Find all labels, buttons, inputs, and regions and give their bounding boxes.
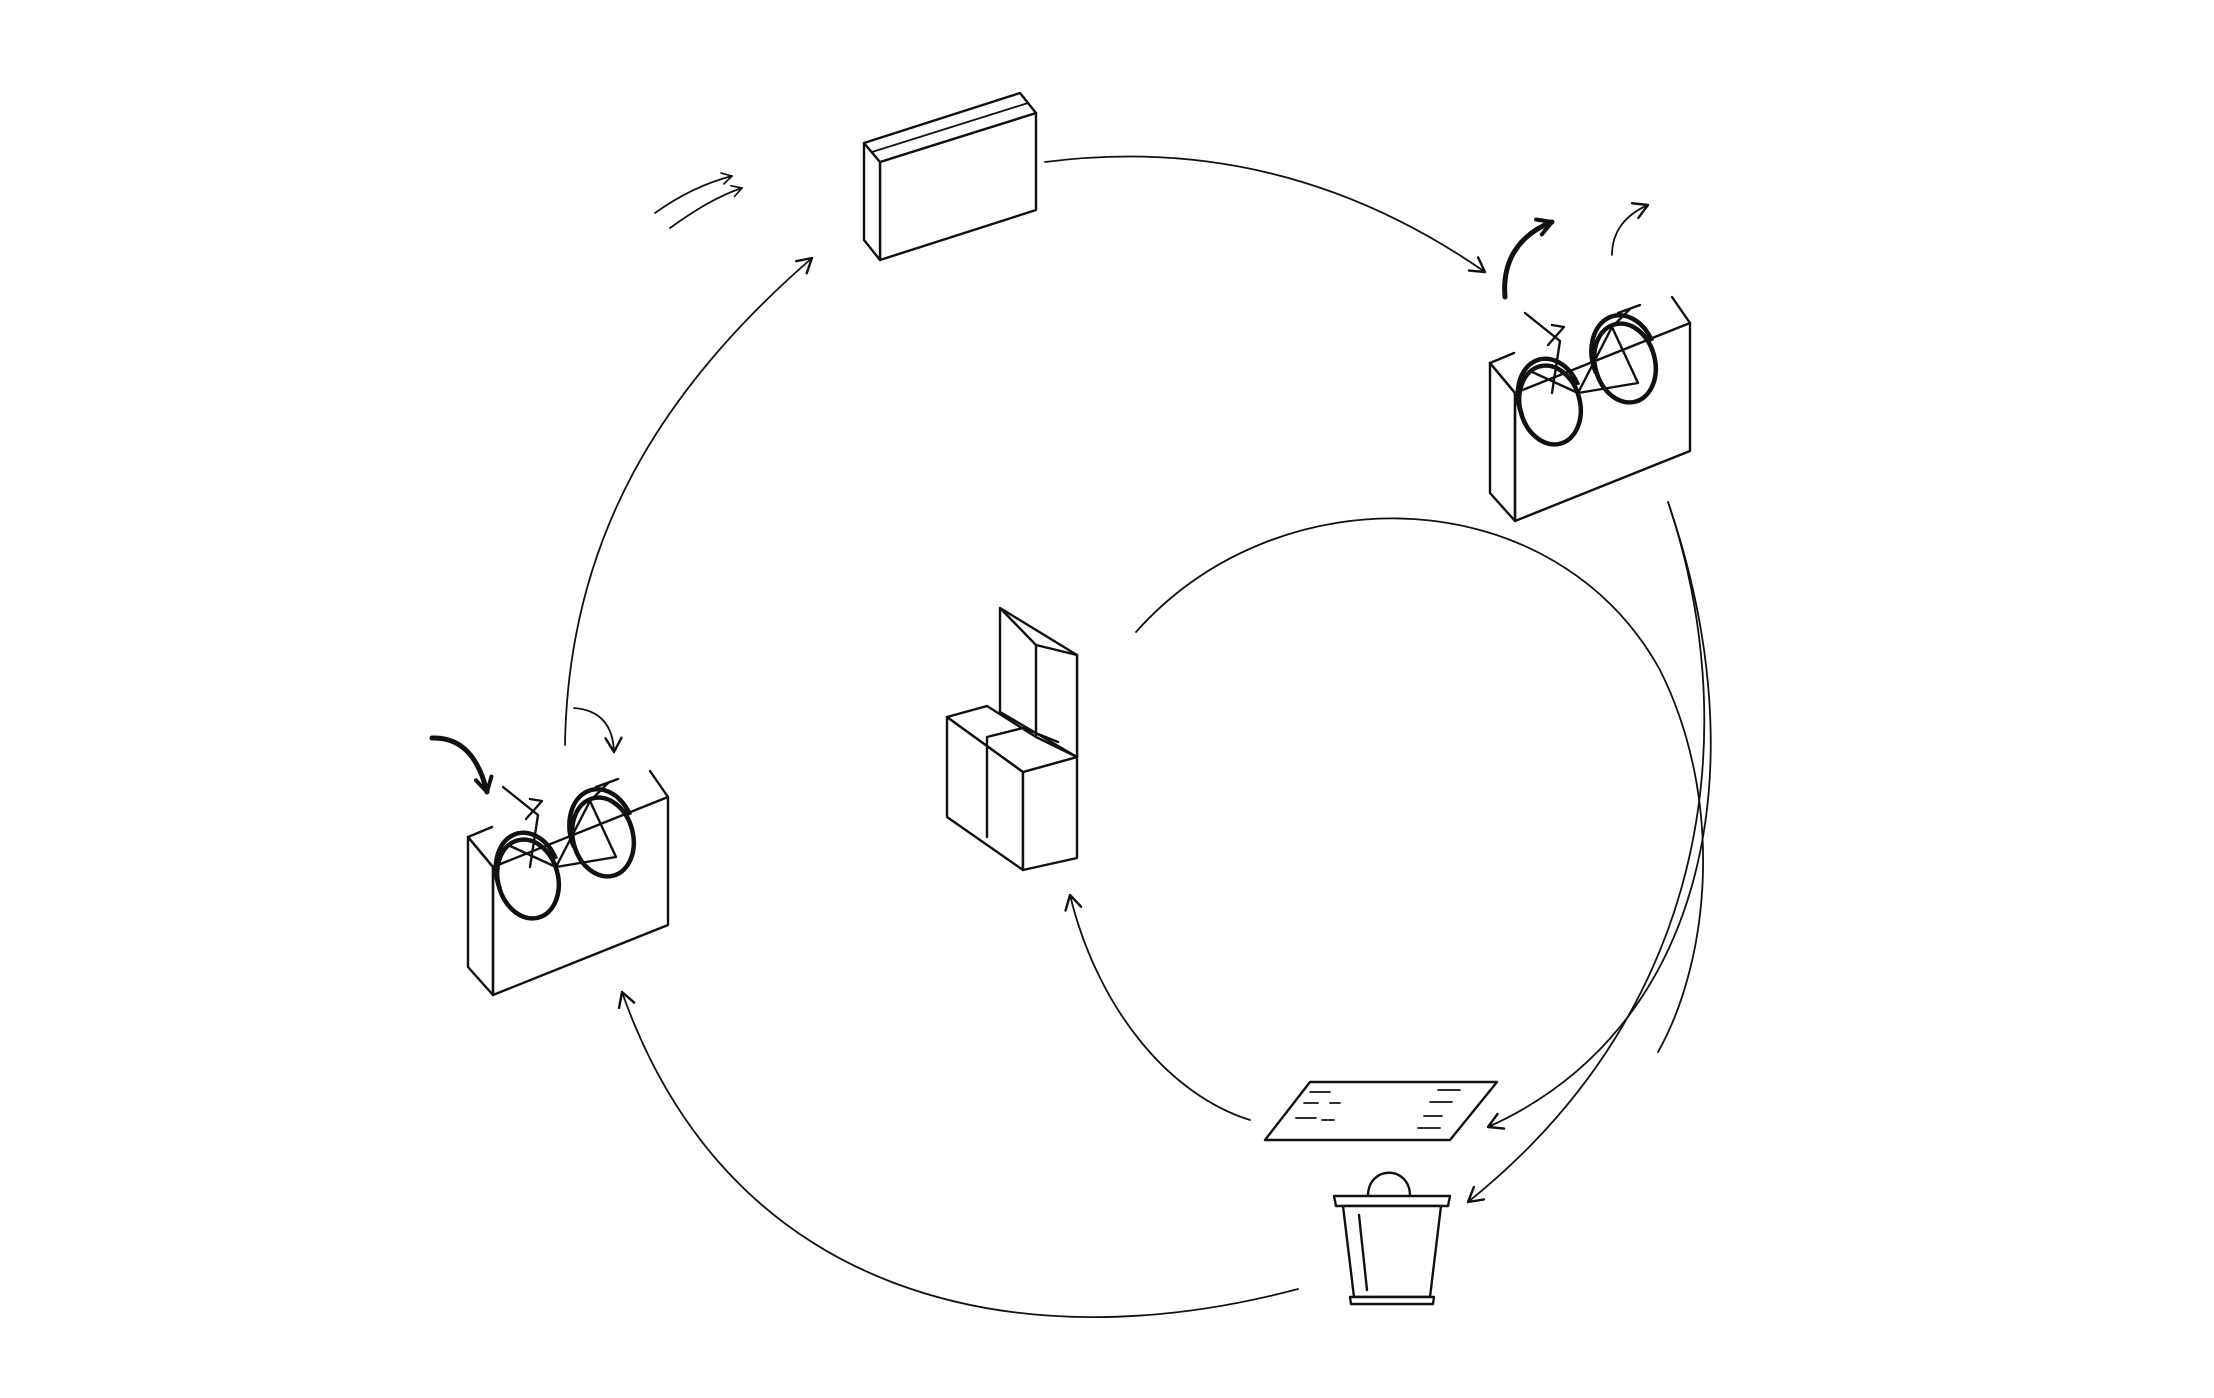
- trash-bin-icon: [1332, 1171, 1452, 1306]
- flat-box-icon: [862, 91, 1038, 262]
- floor-mat-icon: [1263, 1080, 1499, 1142]
- arrow-storage-to-bike-bag: [1135, 517, 1704, 1053]
- arrow-trash-to-bike-bag: [617, 990, 1299, 1318]
- arrow-bike-bag-to-box: [564, 256, 814, 746]
- put-in-arrow-icon: [429, 707, 623, 795]
- stacked-boxes-icon: [945, 606, 1079, 872]
- arrow-bike-bag-to-mat: [1486, 501, 1712, 1130]
- lift-out-arrow-icon: [1502, 202, 1650, 300]
- bike-in-bag-packing-icon: [468, 771, 668, 995]
- arrow-box-to-bike-bag: [1044, 155, 1487, 274]
- arrow-mat-to-storage: [1064, 893, 1251, 1121]
- motion-lines-icon: [654, 172, 743, 229]
- arrow-bike-bag-to-trash: [1466, 501, 1706, 1204]
- bike-in-bag-unpacking-icon: [1490, 297, 1690, 521]
